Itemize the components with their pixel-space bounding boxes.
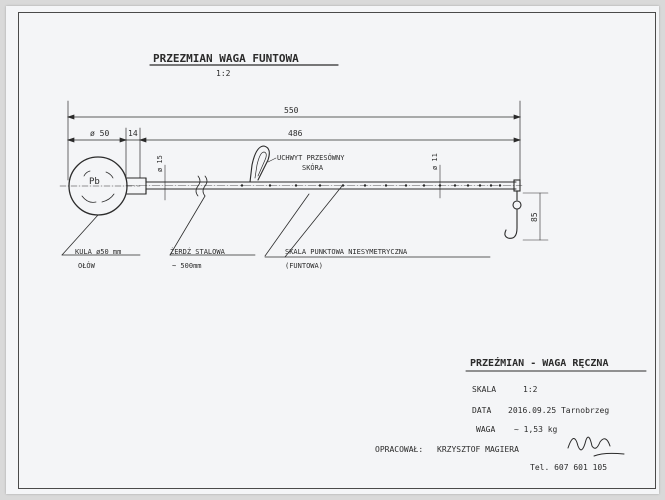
- drawing-frame: [18, 12, 656, 489]
- dim-total-label: 550: [284, 106, 299, 115]
- title-block-title: PRZEŹMIAN - WAGA RĘCZNA: [470, 356, 608, 369]
- drawing-title: PRZEZMIAN WAGA FUNTOWA: [153, 52, 299, 65]
- sliding-handle: [249, 145, 270, 183]
- dimension-row-2: ø 50 14 486: [66, 127, 522, 179]
- handle-label-line1: UCHWYT PRZESÓWNY: [277, 153, 345, 162]
- dim-hook-label: 85: [530, 212, 539, 222]
- handle-callout: UCHWYT PRZESÓWNY SKÓRA: [267, 153, 345, 172]
- drawing-scale: 1:2: [216, 69, 231, 78]
- dim-rod-label: 486: [288, 129, 303, 138]
- scale-label-line2: (FUNTOWA): [285, 262, 323, 270]
- hook-assembly: 85: [504, 179, 549, 241]
- author-label: OPRACOWAŁ:: [375, 445, 423, 454]
- weight-label: WAGA: [476, 425, 495, 434]
- ball-label-line1: KULA ø50 mm: [75, 248, 121, 256]
- drawing-sheet: [6, 6, 659, 494]
- dim-ball-label: ø 50: [90, 129, 109, 138]
- ball-material-mark: Pb: [89, 177, 100, 187]
- lead-ball: Pb: [59, 156, 141, 216]
- title-block: PRZEŹMIAN - WAGA RĘCZNA SKALA 1:2 DATA 2…: [375, 356, 647, 472]
- dim-gap-label: 14: [128, 129, 138, 138]
- ball-label-line2: OŁÓW: [78, 261, 96, 270]
- steel-rod: ø 15 ø 11: [125, 153, 523, 201]
- leader-lines: [61, 185, 491, 258]
- dim-rod-dia-end-label: ø 11: [431, 153, 439, 170]
- handle-label-line2: SKÓRA: [302, 163, 324, 172]
- weight-value: ~ 1,53 kg: [514, 425, 558, 434]
- signature: [567, 436, 625, 457]
- scale-label: SKALA: [472, 385, 496, 394]
- rod-label-line1: ŻERDŹ STALOWA: [170, 247, 226, 256]
- scale-label-line1: SKALA PUNKTOWA NIESYMETRYCZNA: [285, 248, 408, 256]
- dim-rod-dia-label: ø 15: [156, 155, 164, 172]
- point-scale-marks: [240, 184, 502, 187]
- dimension-total: 550: [66, 100, 522, 186]
- date-label: DATA: [472, 406, 491, 415]
- date-value: 2016.09.25 Tarnobrzeg: [508, 406, 609, 415]
- author-name: KRZYSZTOF MAGIERA: [437, 445, 519, 454]
- phone-number: Tel. 607 601 105: [530, 463, 607, 472]
- rod-label-line2: ~ 500mm: [172, 262, 202, 270]
- scale-value: 1:2: [523, 385, 538, 394]
